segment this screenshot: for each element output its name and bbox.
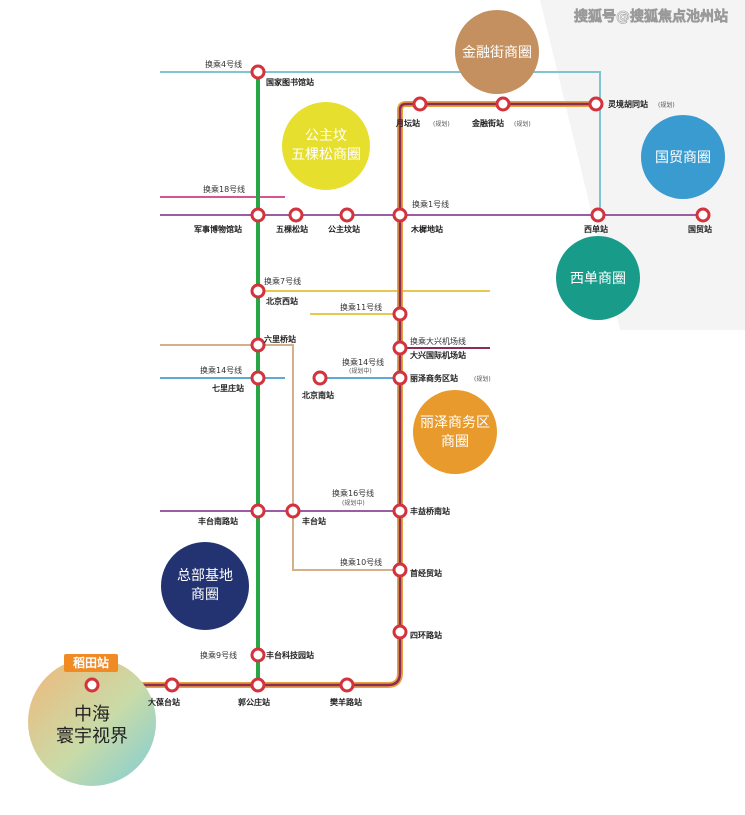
- circle-project: 中海 寰宇视界: [28, 658, 156, 786]
- station-label-xidan: 西单站: [584, 224, 608, 234]
- line4-transfer-track: [160, 71, 601, 212]
- jinrongjie-planned-tag: (规划): [514, 120, 531, 128]
- circle-zongbu: 总部基地 商圈: [161, 542, 249, 630]
- station-label-beijingxi: 北京西站: [266, 296, 298, 306]
- station-marker-lizeshangwuqu[interactable]: [392, 370, 408, 386]
- station-marker-lingjinghutong[interactable]: [588, 96, 604, 112]
- station-label-lizeshangwuqu: 丽泽商务区站: [410, 373, 458, 383]
- station-marker-beijingxi[interactable]: [250, 283, 266, 299]
- station-markers: [84, 64, 711, 693]
- station-marker-xidan[interactable]: [590, 207, 606, 223]
- station-label-fengtainanlu: 丰台南路站: [198, 516, 238, 526]
- station-marker-muxidi[interactable]: [392, 207, 408, 223]
- lize-planned-tag: (规划): [474, 375, 491, 383]
- svg-text:金融街商圈: 金融街商圈: [462, 45, 532, 61]
- transfer-label-line14-right: 换乘14号线: [342, 357, 384, 367]
- station-marker-line11-transfer[interactable]: [392, 306, 408, 322]
- svg-text:商圈: 商圈: [191, 587, 219, 603]
- transfer-label-line7: 换乘7号线: [264, 276, 301, 286]
- station-marker-fanyanglu[interactable]: [339, 677, 355, 693]
- station-label-shoujingmao: 首经贸站: [410, 568, 442, 578]
- transfer-label-line10: 换乘10号线: [340, 557, 382, 567]
- svg-text:稻田站: 稻田站: [73, 655, 109, 670]
- station-label-fanyanglu: 樊羊路站: [330, 697, 362, 707]
- station-label-guomao: 国贸站: [688, 224, 712, 234]
- station-marker-gongzhufen[interactable]: [339, 207, 355, 223]
- svg-text:商圈: 商圈: [441, 434, 469, 450]
- circle-gongzhufen: 公主坟 五棵松商圈: [282, 102, 370, 190]
- station-label-lingjinghutong: 灵境胡同站: [607, 99, 648, 109]
- circle-lize: 丽泽商务区 商圈: [413, 390, 497, 474]
- station-marker-yuetan[interactable]: [412, 96, 428, 112]
- circle-finance: 金融街商圈: [455, 10, 539, 94]
- transfer-label-line11: 换乘11号线: [340, 302, 382, 312]
- station-label-liuliqiao: 六里桥站: [264, 334, 296, 344]
- station-label-sihuanlu: 四环路站: [410, 630, 442, 640]
- line16-planning-tag: (规划中): [342, 499, 365, 507]
- station-label-guogongzhuang: 郭公庄站: [238, 697, 270, 707]
- station-marker-fengtai[interactable]: [285, 503, 301, 519]
- station-marker-beijingnan[interactable]: [312, 370, 328, 386]
- station-label-yuetan: 月坛站: [395, 118, 420, 128]
- transfer-label-line9: 换乘9号线: [200, 650, 237, 660]
- transfer-label-line16: 换乘16号线: [332, 488, 374, 498]
- station-label-beijingnan: 北京南站: [302, 390, 334, 400]
- station-label-fengyiqiaonan: 丰益桥南站: [410, 506, 450, 516]
- line14-planning-tag: (规划中): [349, 367, 372, 375]
- transfer-label-line4: 换乘4号线: [205, 59, 242, 69]
- yuetan-planned-tag: (规划): [433, 120, 450, 128]
- station-marker-guojiatushuguan[interactable]: [250, 64, 266, 80]
- station-marker-guogongzhuang[interactable]: [250, 677, 266, 693]
- station-marker-sihuanlu[interactable]: [392, 624, 408, 640]
- transfer-label-line18: 换乘18号线: [203, 184, 245, 194]
- station-label-muxidi: 木樨地站: [410, 224, 443, 234]
- svg-text:西单商圈: 西单商圈: [570, 271, 626, 287]
- station-marker-liuliqiao[interactable]: [250, 337, 266, 353]
- station-label-gongzhufen: 公主坟站: [328, 224, 360, 234]
- transfer-label-line14-left: 换乘14号线: [200, 365, 242, 375]
- station-marker-daxingjichang[interactable]: [392, 340, 408, 356]
- station-marker-fengtainanlu[interactable]: [250, 503, 266, 519]
- circle-xidan: 西单商圈: [556, 236, 640, 320]
- station-marker-fengtaikejiyuan[interactable]: [250, 647, 266, 663]
- lingjinghutong-planned-tag: (规划): [658, 101, 675, 109]
- line10-transfer-track: [160, 344, 398, 571]
- station-marker-dabaotai[interactable]: [164, 677, 180, 693]
- circle-guomao: 国贸商圈: [641, 115, 725, 199]
- station-label-fengtaikejiyuan: 丰台科技园站: [266, 650, 314, 660]
- station-marker-fengyiqiaonan[interactable]: [392, 503, 408, 519]
- watermark-text: 搜狐号@搜狐焦点池州站: [574, 8, 728, 25]
- station-marker-jinrongjie[interactable]: [495, 96, 511, 112]
- svg-text:寰宇视界: 寰宇视界: [56, 726, 128, 747]
- station-marker-junshibowuguan[interactable]: [250, 207, 266, 223]
- daotian-badge: 稻田站: [64, 654, 118, 672]
- station-label-dabaotai: 大葆台站: [148, 697, 180, 707]
- station-label-junshibowuguan: 军事博物馆站: [194, 224, 242, 234]
- station-marker-daotian[interactable]: [84, 677, 100, 693]
- station-marker-qilizhuang[interactable]: [250, 370, 266, 386]
- station-label-guojiatushuguan: 国家图书馆站: [266, 77, 314, 87]
- transfer-label-daxing: 换乘大兴机场线: [410, 336, 466, 346]
- station-marker-wukesong[interactable]: [288, 207, 304, 223]
- svg-text:总部基地: 总部基地: [177, 567, 233, 584]
- station-label-daxingjichang: 大兴国际机场站: [410, 350, 466, 360]
- transfer-label-line1: 换乘1号线: [412, 199, 449, 209]
- station-label-fengtai: 丰台站: [302, 516, 326, 526]
- station-marker-shoujingmao[interactable]: [392, 562, 408, 578]
- svg-text:国贸商圈: 国贸商圈: [655, 150, 711, 166]
- svg-text:公主坟: 公主坟: [305, 128, 347, 144]
- station-label-wukesong: 五棵松站: [276, 224, 308, 234]
- svg-text:丽泽商务区: 丽泽商务区: [420, 415, 490, 431]
- svg-text:中海: 中海: [74, 704, 110, 725]
- station-label-qilizhuang: 七里庄站: [212, 383, 244, 393]
- station-marker-guomao[interactable]: [695, 207, 711, 223]
- station-label-jinrongjie: 金融街站: [471, 118, 504, 128]
- svg-text:五棵松商圈: 五棵松商圈: [291, 147, 361, 163]
